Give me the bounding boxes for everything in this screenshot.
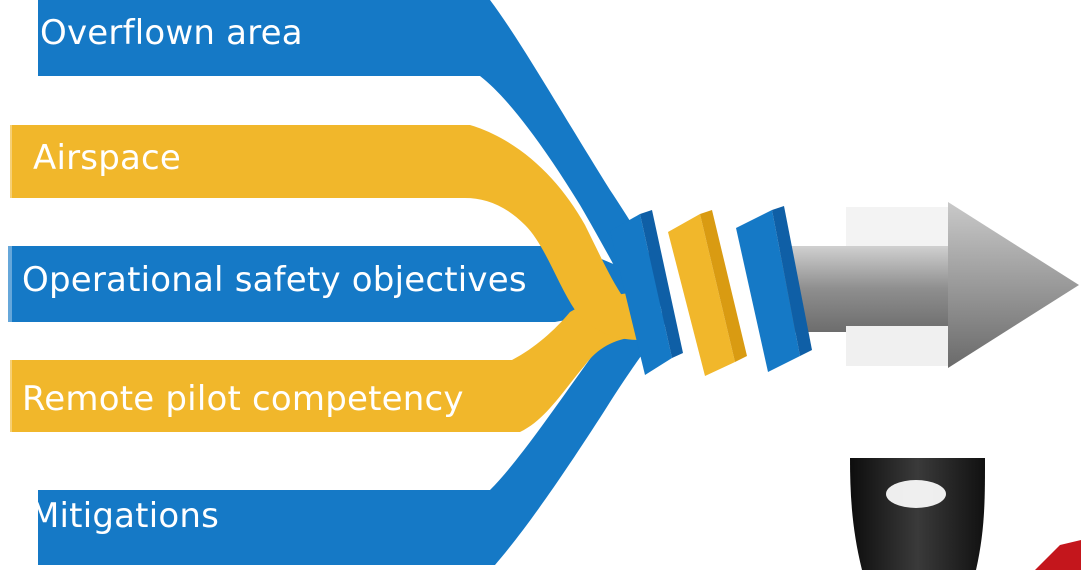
band-mitigations — [38, 300, 670, 565]
band-label-mitigations: Mitigations — [30, 496, 220, 536]
band-remote-pilot-competency — [10, 292, 650, 432]
band-overflown-area — [38, 0, 670, 318]
arrow-shaft-highlight — [846, 326, 950, 366]
band-operational-safety-objectives — [8, 246, 645, 322]
twist-segment-blue — [610, 214, 672, 375]
twist-segment-gold-edge — [700, 210, 747, 362]
band-label-airspace: Airspace — [33, 138, 182, 178]
arrow-shaft-highlight — [846, 207, 950, 246]
band-label-remote-pilot-competency: Remote pilot competency — [22, 379, 464, 419]
twist-segment-blue-edge — [772, 206, 812, 356]
twist-segment-blue — [736, 210, 800, 372]
band-label-overflown-area: Overflown area — [40, 13, 303, 53]
arrow-head — [948, 202, 1079, 368]
knob-icon — [850, 458, 1081, 570]
arrow-shaft — [780, 246, 950, 332]
band-label-operational-safety-objectives: Operational safety objectives — [22, 260, 527, 300]
band-airspace — [10, 125, 650, 340]
twist-segments — [610, 206, 812, 376]
left-edge-fade — [0, 0, 12, 570]
twist-segment-gold — [668, 214, 735, 376]
red-shape — [1035, 540, 1081, 570]
output-arrow-icon — [780, 202, 1079, 368]
twist-segment-blue-edge — [640, 210, 683, 358]
